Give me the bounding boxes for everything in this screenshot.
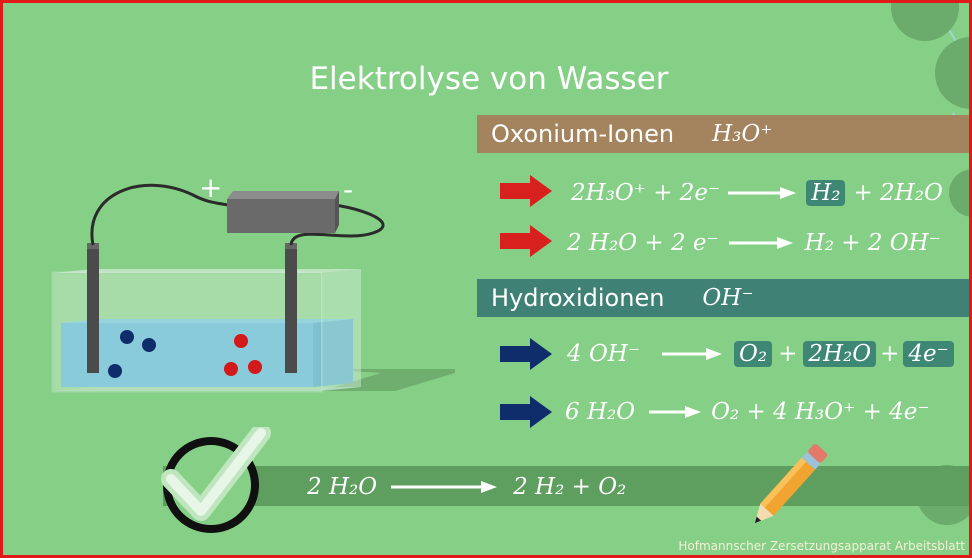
oxonium-label: Oxonium-Ionen — [491, 120, 675, 148]
minus-terminal-label: - — [343, 173, 354, 206]
total-reaction-band — [163, 466, 969, 506]
oxonium-band: Oxonium-Ionen H₃O⁺ — [477, 115, 969, 153]
caption-text: Hofmannscher Zersetzungsapparat Arbeitsb… — [678, 539, 965, 553]
total-equation: 2 H₂O 2 H₂ + O₂ — [307, 469, 626, 505]
equation-1: 2H₃O⁺ + 2e⁻ H₂ + 2H₂O — [571, 175, 943, 211]
eq3-plus-2: + — [880, 341, 900, 367]
eq1-left: 2H₃O⁺ + 2e⁻ — [571, 180, 721, 206]
hydroxid-label: Hydroxidionen — [491, 284, 665, 312]
equation-3: 4 OH⁻ O₂ + 2H₂O + 4e⁻ — [567, 336, 954, 372]
plus-terminal-label: + — [199, 171, 223, 204]
red-arrow-icon — [500, 225, 552, 257]
blue-arrow-icon — [500, 396, 552, 428]
reaction-arrow-icon — [649, 406, 702, 418]
decorative-circles — [891, 3, 969, 525]
reaction-arrow-icon — [662, 348, 722, 360]
page-title: Elektrolyse von Wasser — [309, 61, 669, 97]
hydroxid-formula: OH⁻ — [702, 285, 754, 311]
eq2-right: H₂ + 2 OH⁻ — [804, 230, 941, 256]
electrolysis-apparatus — [51, 183, 455, 393]
eq1-right: + 2H₂O — [853, 180, 943, 206]
eq3-left: 4 OH⁻ — [567, 341, 640, 367]
total-right: 2 H₂ + O₂ — [513, 474, 627, 500]
reaction-arrow-icon — [728, 187, 797, 199]
equation-2: 2 H₂O + 2 e⁻ H₂ + 2 OH⁻ — [567, 225, 941, 261]
hydroxid-band: Hydroxidionen OH⁻ — [477, 279, 969, 317]
eq3-plus-1: + — [778, 341, 798, 367]
eq3-product-3: 4e⁻ — [903, 341, 954, 367]
eq2-left: 2 H₂O + 2 e⁻ — [567, 230, 719, 256]
checkmark-icon — [161, 427, 271, 533]
equation-4: 6 H₂O O₂ + 4 H₃O⁺ + 4e⁻ — [565, 394, 930, 430]
pencil-icon — [754, 444, 828, 524]
eq1-highlight: H₂ — [806, 180, 846, 206]
reaction-arrow-icon — [728, 237, 793, 249]
eq4-left: 6 H₂O — [565, 399, 636, 425]
reaction-arrow-icon — [391, 481, 498, 493]
red-arrow-icon — [500, 175, 552, 207]
oxonium-formula: H₃O⁺ — [712, 121, 773, 147]
eq3-product-2: 2H₂O — [803, 341, 877, 367]
total-left: 2 H₂O — [307, 474, 378, 500]
eq4-right: O₂ + 4 H₃O⁺ + 4e⁻ — [711, 399, 930, 425]
blue-arrow-icon — [500, 338, 552, 370]
eq3-product-1: O₂ — [734, 341, 773, 367]
